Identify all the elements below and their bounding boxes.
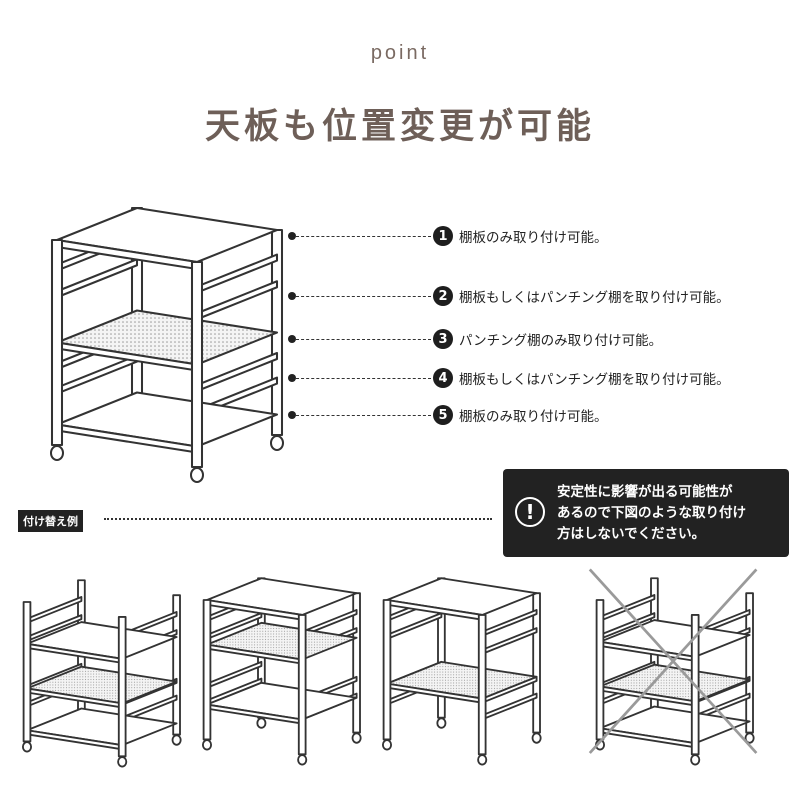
leader-line (296, 295, 431, 297)
dotted-divider (104, 518, 492, 520)
pointer-dot-icon (288, 292, 296, 300)
pointer-dot-icon (288, 335, 296, 343)
legend-text: 棚板のみ取り付け可能。 (459, 409, 608, 425)
shelf-board (26, 707, 178, 747)
pointer-dot-icon (288, 411, 296, 419)
number-badge: 2 (433, 286, 453, 306)
caster-wheel (171, 734, 182, 746)
rack (21, 579, 182, 768)
pointer-dot-icon (288, 374, 296, 382)
pointer-dot-icon (288, 232, 296, 240)
warning-line: あるので下図のような取り付け (557, 505, 746, 521)
warning-line: 方はしないでください。 (557, 526, 706, 542)
rack (49, 206, 285, 484)
caster-wheel (531, 732, 542, 744)
leader-line (296, 377, 431, 379)
front-left-post (382, 599, 392, 741)
shelf-board (599, 705, 751, 745)
legend-text: 棚板もしくはパンチング棚を取り付け可能。 (459, 290, 730, 306)
cross-mark-line (588, 568, 758, 754)
number-badge: 4 (433, 368, 453, 388)
legend-item-3: 3 パンチング棚のみ取り付け可能。 (288, 329, 662, 349)
page-title: 天板も位置変更が可能 (204, 107, 595, 147)
front-right-post (297, 614, 307, 756)
caster-wheel (297, 754, 308, 766)
caster-wheel (256, 717, 267, 729)
caster-wheel (381, 739, 393, 751)
legend-item-1: 1 棚板のみ取り付け可能。 (288, 226, 608, 246)
number-badge: 5 (433, 405, 453, 425)
front-left-post (50, 238, 64, 447)
front-left-post (595, 599, 605, 741)
section-eyebrow: point (370, 42, 430, 64)
warning-box: ! 安定性に影響が出る可能性が あるので下図のような取り付け 方はしないでくださ… (503, 469, 789, 557)
caster-wheel (477, 754, 488, 766)
number-badge: 1 (433, 226, 453, 246)
back-right-post (745, 592, 754, 734)
front-right-post (477, 614, 487, 756)
caster-wheel (49, 444, 65, 462)
legend-text: 棚板のみ取り付け可能。 (459, 230, 608, 246)
front-left-post (22, 601, 32, 743)
front-left-post (202, 599, 212, 741)
warning-line: 安定性に影響が出る可能性が (557, 484, 733, 500)
exclamation-circle-icon: ! (515, 497, 545, 527)
shelf-board (55, 391, 279, 448)
warning-text: 安定性に影響が出る可能性が あるので下図のような取り付け 方はしないでください。 (557, 482, 746, 545)
rack (201, 577, 362, 766)
leader-line (296, 338, 431, 340)
front-right-post (117, 616, 127, 758)
front-right-post (190, 260, 204, 469)
caster-wheel (269, 434, 285, 452)
legend-item-5: 5 棚板のみ取り付け可能。 (288, 405, 608, 425)
caster-wheel (690, 754, 701, 766)
caster-wheel (351, 732, 362, 744)
caster-wheel (436, 717, 447, 729)
legend-item-2: 2 棚板もしくはパンチング棚を取り付け可能。 (288, 286, 730, 306)
caster-wheel (201, 739, 213, 751)
leader-line (296, 414, 431, 416)
number-badge: 3 (433, 329, 453, 349)
legend-item-4: 4 棚板もしくはパンチング棚を取り付け可能。 (288, 368, 730, 388)
leader-line (296, 235, 431, 237)
legend-text: パンチング棚のみ取り付け可能。 (459, 333, 663, 349)
caster-wheel (117, 756, 128, 768)
caster-wheel (21, 741, 33, 753)
example-label: 付け替え例 (18, 510, 83, 532)
rack (381, 577, 542, 766)
caster-wheel (189, 466, 205, 484)
legend-text: 棚板もしくはパンチング棚を取り付け可能。 (459, 372, 730, 388)
back-right-post (172, 594, 181, 736)
rack (588, 568, 758, 766)
